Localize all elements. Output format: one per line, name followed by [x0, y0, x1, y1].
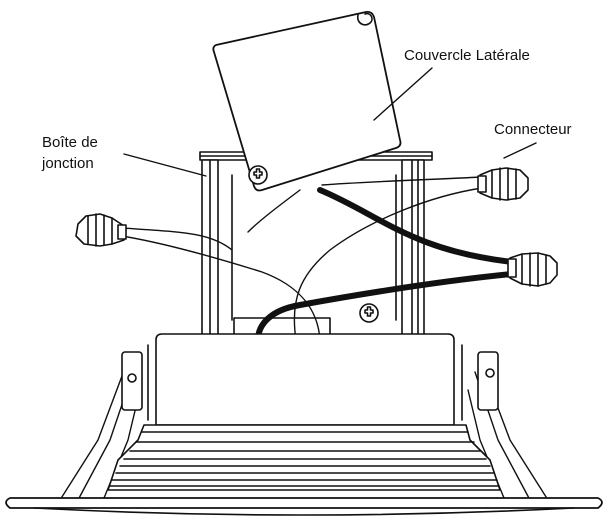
junction-box-label-line1: Boîte de	[42, 134, 98, 151]
screw-icon	[248, 165, 268, 185]
screw-icon	[359, 303, 379, 323]
wire-connector-icon	[507, 252, 558, 287]
connector-label: Connecteur	[494, 121, 572, 138]
wire-connector-icon	[75, 213, 127, 247]
fixture-housing	[5, 333, 603, 516]
black-wires	[255, 187, 515, 343]
wire-connector-icon	[477, 167, 529, 201]
cover-label: Couvercle Latérale	[404, 47, 530, 64]
junction-box-label-line2: jonction	[42, 155, 94, 172]
white-wires	[121, 176, 483, 341]
side-cover	[212, 10, 402, 192]
junction-box	[199, 151, 433, 339]
leader-lines	[123, 67, 537, 177]
